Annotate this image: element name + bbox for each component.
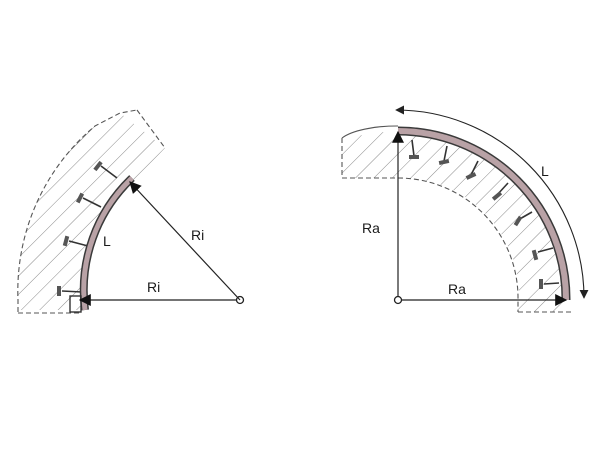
right-radius-label-horizontal: Ra: [448, 281, 466, 297]
left-hatched-wall: [17, 113, 166, 310]
left-figure: Ri Ri L: [17, 109, 245, 314]
left-arc-length-label: L: [103, 233, 111, 249]
left-anchor-bolts: [57, 160, 118, 296]
left-bent-strip-fill: [81, 176, 134, 311]
right-wall-outer-edge: [341, 125, 399, 139]
right-figure: Ra Ra L: [341, 105, 589, 313]
left-wall-outer-edge: [17, 109, 138, 312]
right-arc-length-label: L: [541, 163, 549, 179]
right-radius-label-vertical: Ra: [362, 220, 380, 236]
right-arc-length-arrow: [395, 105, 589, 299]
right-center-point: [393, 295, 403, 305]
left-radius-label-diagonal: Ri: [191, 227, 204, 243]
left-radius-line-diagonal: [129, 181, 241, 301]
left-radius-label-horizontal: Ri: [147, 279, 160, 295]
